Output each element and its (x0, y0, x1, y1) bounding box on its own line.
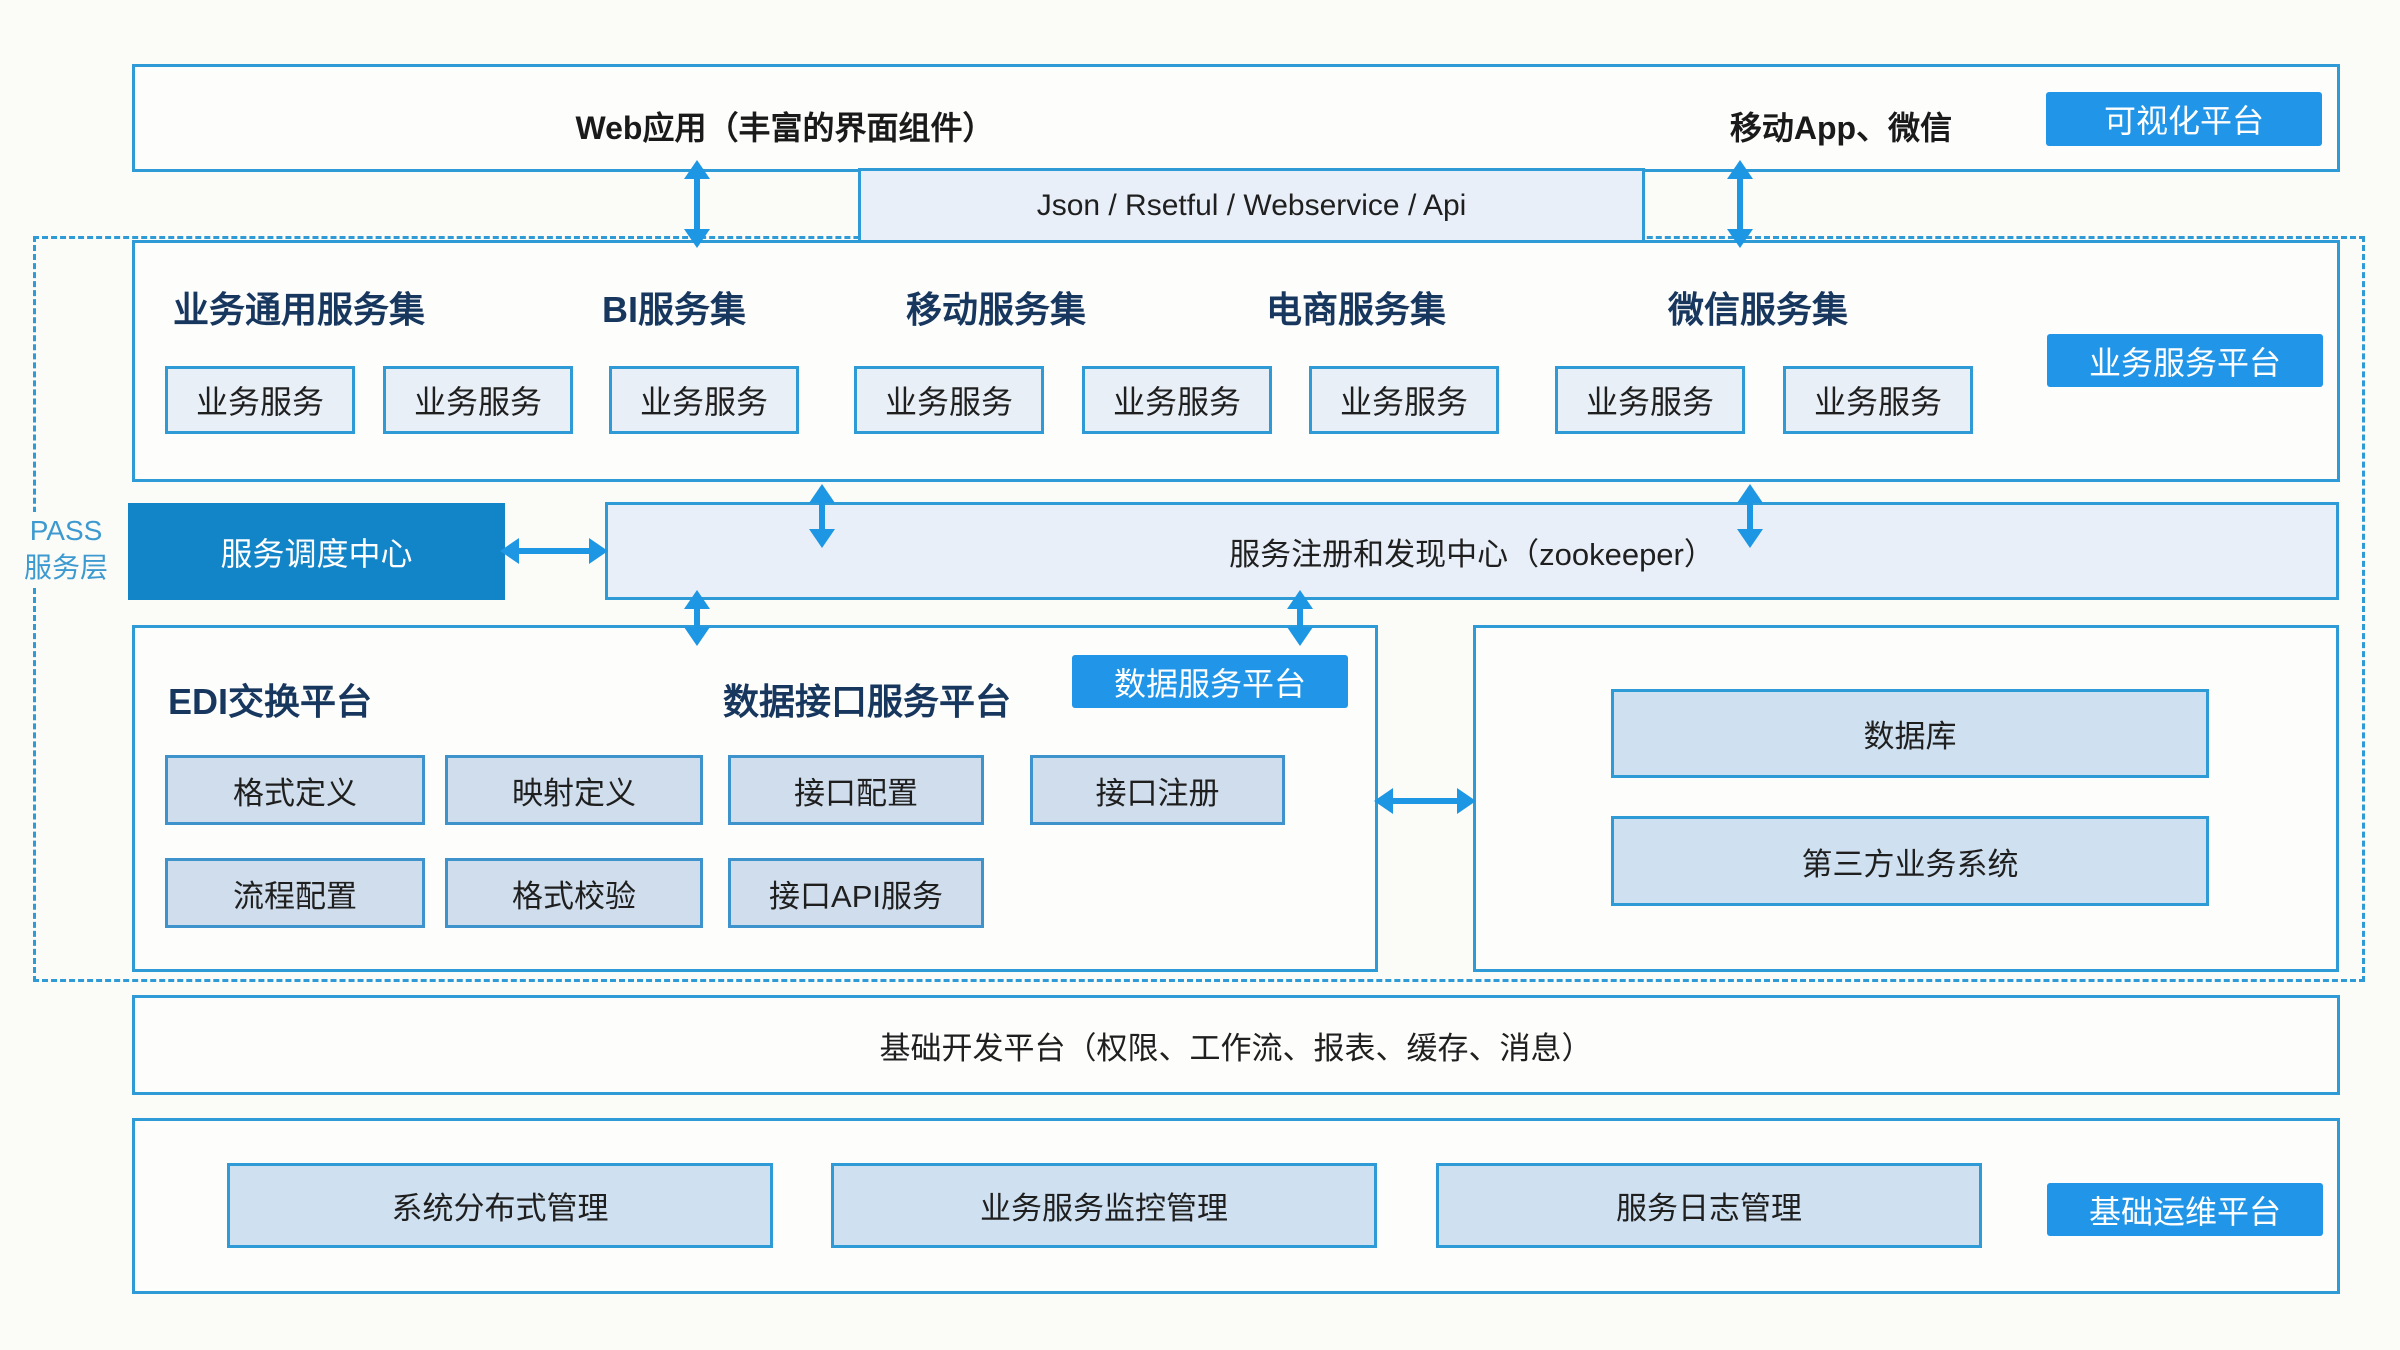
service-registry-zookeeper-bar: 服务注册和发现中心（zookeeper） (605, 502, 2339, 600)
business-service-platform-box (132, 240, 2340, 482)
service-box: 业务服务 (609, 366, 799, 434)
api-protocol-label: Json / Rsetful / Webservice / Api (1036, 188, 1467, 222)
web-app-label: Web应用（丰富的界面组件） (575, 110, 995, 146)
arrow-shaft (1297, 605, 1303, 631)
group-title-ecommerce: 电商服务集 (1265, 289, 1447, 330)
arrow-shaft (1389, 798, 1461, 804)
visualization-platform-badge: 可视化平台 (2046, 92, 2322, 146)
arrow-business-to-registry-right (1737, 484, 1763, 548)
data-interface-platform-title: 数据接口服务平台 (723, 681, 1012, 722)
pass-layer-label-line1: PASS (29, 515, 103, 546)
group-title-mobile: 移动服务集 (905, 289, 1087, 330)
service-box: 业务服务 (1309, 366, 1499, 434)
arrow-shaft (1737, 175, 1743, 233)
third-party-system-box: 第三方业务系统 (1611, 816, 2209, 906)
arrow-shaft (1747, 499, 1753, 533)
data-service-platform-badge: 数据服务平台 (1072, 655, 1348, 708)
service-box: 业务服务 (1082, 366, 1272, 434)
service-dispatch-center-box: 服务调度中心 (128, 503, 505, 600)
interface-api-service-box: 接口API服务 (728, 858, 984, 928)
pass-layer-label: PASS 服务层 (8, 512, 124, 586)
interface-config-box: 接口配置 (728, 755, 984, 825)
service-box: 业务服务 (383, 366, 573, 434)
distributed-management-box: 系统分布式管理 (227, 1163, 773, 1248)
base-ops-platform-badge: 基础运维平台 (2047, 1183, 2323, 1236)
service-log-box: 服务日志管理 (1436, 1163, 1982, 1248)
database-box: 数据库 (1611, 689, 2209, 778)
mobile-app-label: 移动App、微信 (1729, 110, 1953, 146)
group-title-bi: BI服务集 (601, 289, 747, 330)
arrow-client-to-business-right (1727, 160, 1753, 248)
arrow-business-to-registry-left (809, 484, 835, 548)
arrow-client-to-business-left (684, 160, 710, 248)
arrow-shaft (694, 175, 700, 233)
business-service-platform-badge: 业务服务平台 (2047, 334, 2323, 387)
process-config-box: 流程配置 (165, 858, 425, 928)
external-systems-box (1473, 625, 2339, 972)
arrow-data-to-external (1374, 788, 1476, 814)
group-title-wechat: 微信服务集 (1667, 289, 1849, 330)
edi-platform-title: EDI交换平台 (168, 681, 373, 722)
interface-register-box: 接口注册 (1030, 755, 1285, 825)
group-title-common: 业务通用服务集 (172, 289, 426, 330)
mapping-definition-box: 映射定义 (445, 755, 703, 825)
api-protocol-bar: Json / Rsetful / Webservice / Api (858, 168, 1645, 243)
service-box: 业务服务 (1555, 366, 1745, 434)
service-box: 业务服务 (854, 366, 1044, 434)
base-dev-platform-bar: 基础开发平台（权限、工作流、报表、缓存、消息） (132, 995, 2340, 1095)
format-definition-box: 格式定义 (165, 755, 425, 825)
service-box: 业务服务 (1783, 366, 1973, 434)
arrow-shaft (819, 499, 825, 533)
format-validation-box: 格式校验 (445, 858, 703, 928)
service-monitoring-box: 业务服务监控管理 (831, 1163, 1377, 1248)
arrow-shaft (694, 605, 700, 631)
arrow-shaft (515, 548, 593, 554)
arrow-registry-to-data-right (1287, 590, 1313, 646)
arrow-dispatch-to-registry (500, 538, 608, 564)
arrow-registry-to-data-left (684, 590, 710, 646)
service-box: 业务服务 (165, 366, 355, 434)
client-layer-box: Web应用（丰富的界面组件） 移动App、微信 (132, 64, 2340, 172)
pass-layer-label-line2: 服务层 (23, 552, 108, 583)
